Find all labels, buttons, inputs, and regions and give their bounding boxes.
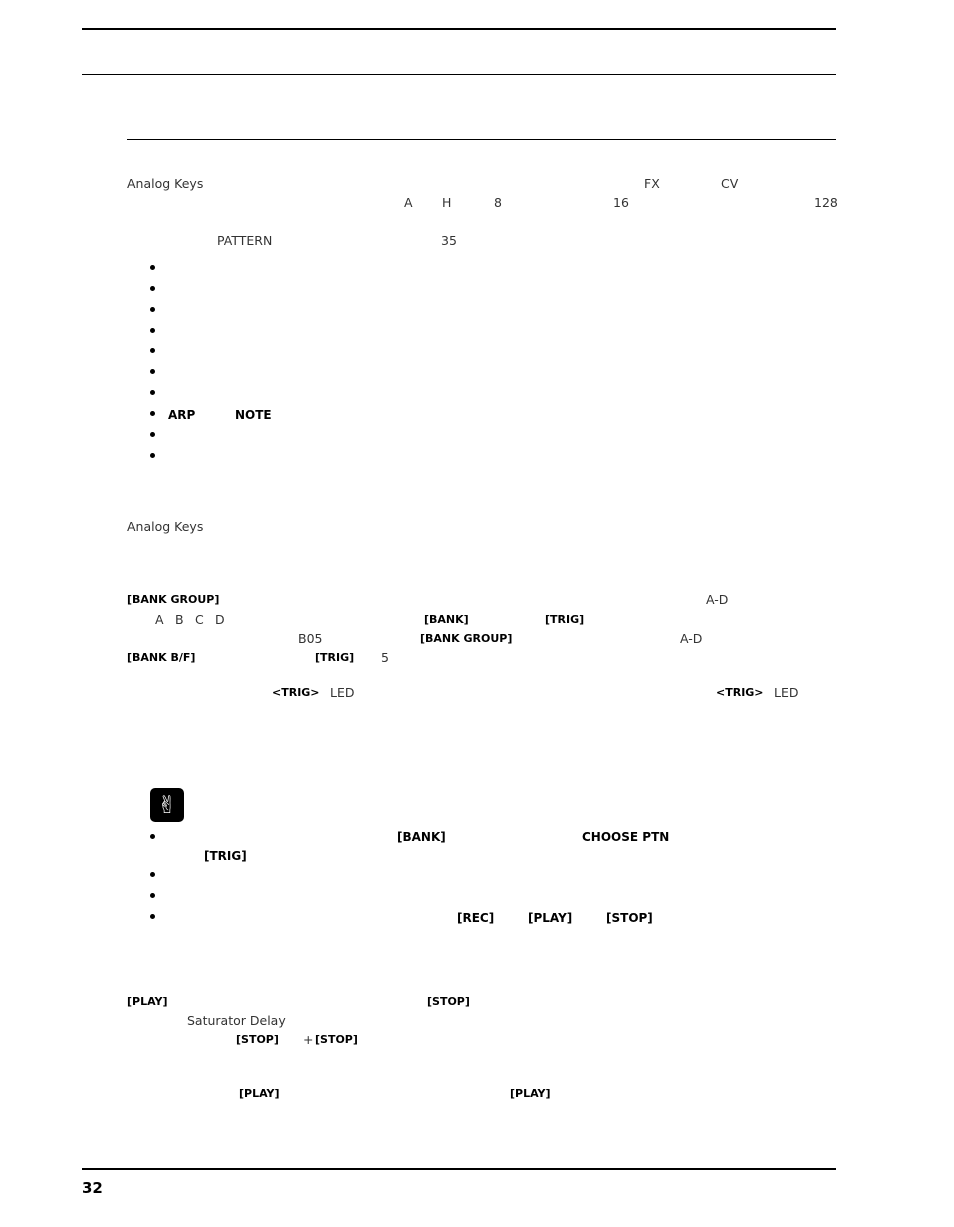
bank-bf-key: [BANK B/F]: [127, 651, 196, 664]
bank-key: [BANK]: [424, 613, 469, 626]
choose-ptn-label: CHOOSE PTN: [582, 830, 670, 844]
count-128: 128: [814, 195, 838, 210]
section-rule: [127, 139, 836, 140]
trig-number-5: 5: [381, 650, 389, 665]
page-reference: 35: [441, 233, 457, 248]
tip-bank-key: [BANK]: [397, 830, 446, 844]
stop-key-2: [STOP]: [427, 995, 470, 1008]
bank-a-label: A: [404, 195, 413, 210]
trig-key: [TRIG]: [545, 613, 585, 626]
list-bullet: [150, 411, 155, 416]
list-bullet: [150, 914, 155, 919]
list-bullet: [150, 328, 155, 333]
play-key-3: [PLAY]: [239, 1087, 280, 1100]
page-number: 32: [82, 1179, 103, 1197]
arp-label: ARP: [168, 408, 196, 422]
led-label: LED: [330, 685, 355, 700]
header-rule-bottom: [82, 74, 836, 75]
saturator-delay-label: Saturator Delay: [187, 1013, 286, 1028]
list-bullet: [150, 348, 155, 353]
range-a-d-2: A-D: [680, 631, 703, 646]
list-bullet: [150, 893, 155, 898]
trig-led-key: <TRIG>: [272, 686, 320, 699]
list-bullet: [150, 390, 155, 395]
list-bullet: [150, 432, 155, 437]
pattern-b05: B05: [298, 631, 323, 646]
pattern-label: PATTERN: [217, 233, 273, 248]
stop-key-4: [STOP]: [315, 1033, 358, 1046]
bank-letter-c: C: [195, 612, 204, 627]
cv-label: CV: [721, 176, 739, 191]
product-name: Analog Keys: [127, 176, 204, 191]
stop-key: [STOP]: [606, 911, 653, 925]
bank-h-label: H: [442, 195, 452, 210]
list-bullet: [150, 834, 155, 839]
list-bullet: [150, 369, 155, 374]
rec-key: [REC]: [457, 911, 495, 925]
bank-letter-b: B: [175, 612, 184, 627]
tip-trig-key: [TRIG]: [204, 849, 247, 863]
count-8: 8: [494, 195, 502, 210]
play-key-4: [PLAY]: [510, 1087, 551, 1100]
bank-letter-d: D: [215, 612, 225, 627]
list-bullet: [150, 286, 155, 291]
bank-group-key-2: [BANK GROUP]: [420, 632, 513, 645]
led-label-2: LED: [774, 685, 799, 700]
fx-label: FX: [644, 176, 660, 191]
trig-led-key-2: <TRIG>: [716, 686, 764, 699]
peace-hand-icon: ✌: [150, 788, 184, 822]
stop-key-3: [STOP]: [236, 1033, 279, 1046]
range-a-d: A-D: [706, 592, 729, 607]
footer-rule: [82, 1168, 836, 1170]
bank-letter-a: A: [155, 612, 164, 627]
plus-sign: +: [303, 1032, 314, 1047]
count-16: 16: [613, 195, 629, 210]
note-label: NOTE: [235, 408, 272, 422]
header-rule-top: [82, 28, 836, 30]
play-key-2: [PLAY]: [127, 995, 168, 1008]
product-name-2: Analog Keys: [127, 519, 204, 534]
bank-group-key: [BANK GROUP]: [127, 593, 220, 606]
list-bullet: [150, 453, 155, 458]
play-key: [PLAY]: [528, 911, 573, 925]
list-bullet: [150, 265, 155, 270]
trig-key-2: [TRIG]: [315, 651, 355, 664]
list-bullet: [150, 307, 155, 312]
list-bullet: [150, 872, 155, 877]
